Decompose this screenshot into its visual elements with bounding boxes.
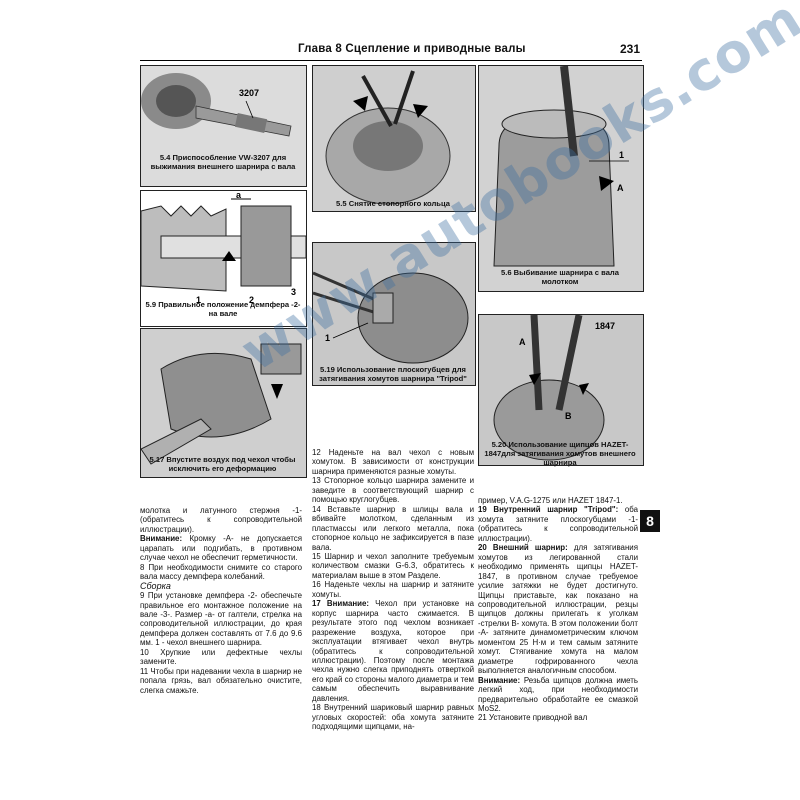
figure-5-9-label-1: 1 bbox=[196, 295, 201, 305]
col2-para-2: 13 Стопорное кольцо шарнира замените и з… bbox=[312, 476, 474, 505]
figure-5-5-drawing bbox=[313, 66, 475, 211]
col2-attention-head: 17 Внимание: bbox=[312, 599, 369, 609]
col2-para-6: 17 Внимание: Чехол при установке на корп… bbox=[312, 599, 474, 703]
chapter-tab: 8 bbox=[640, 510, 660, 532]
figure-5-17 bbox=[140, 328, 307, 478]
figure-5-4-drawing: 3207 bbox=[141, 66, 306, 186]
figure-5-6: 1 A bbox=[478, 65, 644, 292]
col1-para-4: 9 При установке демпфера -2- обеспечьте … bbox=[140, 591, 302, 648]
figure-5-6-caption: 5.6 Выбивание шарнира с вала молотком bbox=[501, 268, 619, 286]
figure-5-17-caption: 5.17 Впустите воздух под чехол чтобы иск… bbox=[149, 455, 296, 473]
figure-5-4: 3207 bbox=[140, 65, 307, 187]
col3-para-5: 21 Установите приводной вал bbox=[478, 713, 588, 723]
figure-5-19-caption: 5.19 Использование плоскогубцев для затя… bbox=[319, 365, 467, 383]
section-heading-assembly: Сборка bbox=[140, 580, 171, 591]
figure-5-17-drawing bbox=[141, 329, 306, 477]
col1-para-3: 8 При необходимости снимите со старого в… bbox=[140, 562, 302, 582]
col3-tripod-text: оба хомута затяните плоскогубцами -1- (о… bbox=[478, 505, 638, 543]
col3-attention-head: Внимание: bbox=[478, 675, 521, 685]
page-number: 231 bbox=[619, 42, 640, 56]
figure-5-4-caption: 5.4 Приспособление VW-3207 для выжимания… bbox=[150, 153, 296, 171]
col2-para-7: 18 Внутренний шариковый шарнир равных уг… bbox=[312, 703, 474, 732]
figure-5-19: 1 bbox=[312, 242, 476, 386]
col2-para-4: 15 Шарнир и чехол заполните требуемым ко… bbox=[312, 551, 474, 580]
figure-5-9-caption: 5.9 Правильное положение демпфера -2- на… bbox=[145, 300, 301, 318]
figure-5-20: 1847 A B bbox=[478, 314, 644, 466]
col2-attention-text: Чехол при установке на корпус шарнира ча… bbox=[312, 599, 474, 703]
col3-para-2: 19 Внутренний шарнир "Tripod": оба хомут… bbox=[478, 505, 638, 543]
col1-para-6: 11 Чтобы при надевании чехла в шарнир не… bbox=[140, 666, 302, 695]
figure-5-19-label-1: 1 bbox=[325, 333, 330, 343]
figure-5-6-drawing: 1 A bbox=[479, 66, 643, 291]
figure-5-9-label-3: 3 bbox=[291, 287, 296, 297]
figure-5-9: a 1 2 3 bbox=[140, 190, 307, 327]
figure-5-4-tool-label: 3207 bbox=[239, 88, 259, 98]
col1-para-1: молотка и латунного стержня -1- (обратит… bbox=[140, 506, 302, 534]
figure-5-5 bbox=[312, 65, 476, 212]
figure-5-6-label-1: 1 bbox=[619, 150, 624, 160]
figure-5-20-tool-label: 1847 bbox=[595, 321, 615, 331]
col2-para-3: 14 Вставьте шарнир в шлицы вала и вбивай… bbox=[312, 504, 474, 552]
col3-para-4: Внимание: Резьба щипцов должна иметь лег… bbox=[478, 676, 638, 714]
chapter-title: Глава 8 Сцепление и приводные валы bbox=[298, 43, 526, 55]
col2-para-5: 16 Наденьте чехлы на шарнир и затяните х… bbox=[312, 580, 474, 599]
col1-attention-head: Внимание: bbox=[140, 534, 183, 544]
figure-5-6-label-a: A bbox=[617, 183, 624, 193]
col3-tripod-head: 19 Внутренний шарнир "Tripod": bbox=[478, 505, 619, 515]
col3-para-3: 20 Внешний шарнир: для затягивания хомут… bbox=[478, 543, 638, 675]
col1-para-5: 10 Хрупкие или дефектные чехлы замените. bbox=[140, 647, 302, 667]
col2-para-1: 12 Наденьте на вал чехол с новым хомутом… bbox=[312, 448, 474, 476]
figure-5-9-drawing: a 1 2 3 bbox=[141, 191, 306, 305]
figure-5-20-drawing: 1847 A B bbox=[479, 315, 643, 465]
text-column-1: молотка и латунного стержня -1- (обратит… bbox=[140, 506, 302, 695]
figure-5-19-drawing: 1 bbox=[313, 243, 475, 385]
col3-outer-joint-text: для затягивания хомутов из легированной … bbox=[478, 543, 638, 676]
page-header: Глава 8 Сцепление и приводные валы 231 bbox=[140, 40, 642, 61]
figure-5-5-caption: 5.5 Снятие стопорного кольца bbox=[336, 199, 450, 208]
col3-attention-text: Резьба щипцов должна иметь легкий ход, п… bbox=[478, 675, 638, 713]
figure-5-20-caption: 5.20 Использование щипцов HAZET-1847для … bbox=[484, 440, 636, 467]
text-column-2: 12 Наденьте на вал чехол с новым хомутом… bbox=[312, 448, 474, 732]
figure-5-9-label-2: 2 bbox=[249, 295, 254, 305]
col1-attention-text: Кромку -А- не допускается царапать или п… bbox=[140, 534, 302, 563]
col3-para-1: пример, V.A.G-1275 или HAZET 1847-1. bbox=[478, 496, 623, 505]
col3-outer-joint-head: 20 Внешний шарнир: bbox=[478, 543, 568, 553]
figure-5-20-label-a: A bbox=[519, 337, 526, 347]
text-column-3: пример, V.A.G-1275 или HAZET 1847-1. 19 … bbox=[478, 496, 638, 723]
col1-para-2: Внимание: Кромку -А- не допускается цара… bbox=[140, 534, 302, 562]
figure-5-20-label-b: B bbox=[565, 411, 572, 421]
figure-5-9-label-a: a bbox=[236, 191, 242, 200]
